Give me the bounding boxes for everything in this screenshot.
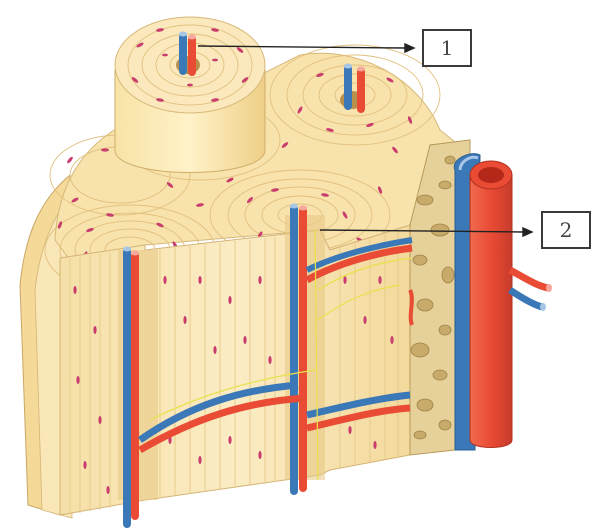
- haversian-vein: [179, 33, 187, 75]
- periosteal-artery: [470, 175, 512, 448]
- mid-artery: [299, 207, 307, 492]
- leader-arrow-1: [405, 44, 414, 52]
- mid-vein: [290, 205, 298, 495]
- callout-label-2: 2: [560, 218, 573, 242]
- callout-box-2: 2: [541, 211, 591, 249]
- haversian-vein-2: [344, 65, 352, 110]
- left-vein: [123, 248, 131, 528]
- haversian-artery: [188, 36, 196, 76]
- leader-arrow-2: [523, 228, 532, 236]
- callout-label-1: 1: [441, 36, 454, 60]
- branch-artery: [510, 270, 548, 288]
- spongy-vessel: [410, 290, 412, 325]
- branch-vein: [510, 290, 542, 307]
- haversian-artery-2: [357, 68, 365, 113]
- callout-box-1: 1: [422, 29, 472, 67]
- left-artery: [131, 252, 139, 520]
